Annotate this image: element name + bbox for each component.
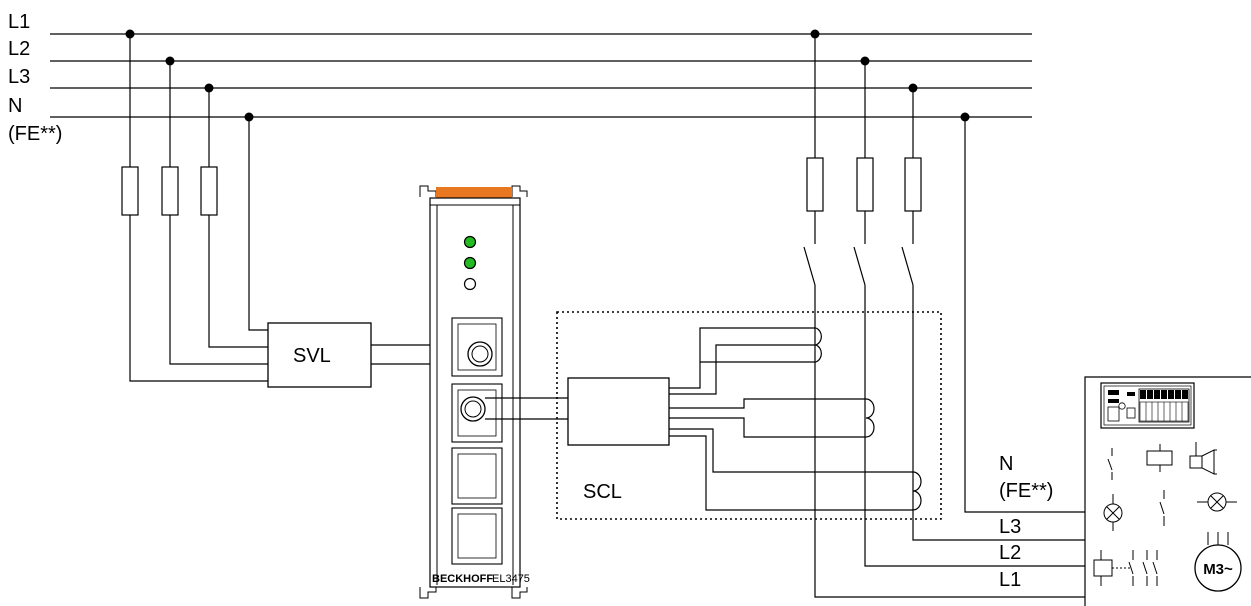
terminal-latch — [436, 187, 512, 198]
switch-contact — [853, 246, 866, 286]
svl-label: SVL — [293, 345, 331, 367]
fuse-symbol — [806, 157, 824, 212]
load-label-l3: L3 — [999, 516, 1021, 538]
load-panel: M3~ — [1084, 376, 1251, 606]
status-led-2 — [463, 256, 477, 270]
lamp-icon — [1197, 492, 1237, 512]
svl-feed-wires — [121, 34, 268, 382]
terminal-port-3 — [451, 447, 503, 505]
bus-label-fe: (FE**) — [8, 123, 62, 145]
terminal-brand: BECKHOFF — [432, 573, 493, 585]
fuse-symbol — [161, 166, 179, 216]
fuse-symbol — [904, 157, 922, 212]
el3475-terminal: BECKHOFF EL3475 — [419, 185, 530, 599]
status-led-3 — [463, 277, 477, 291]
scl-module — [567, 377, 670, 446]
terminal-top-clip — [419, 185, 437, 197]
bus-label-n: N — [8, 95, 22, 117]
svl-module — [267, 322, 372, 388]
motor-icon: M3~ — [1194, 532, 1242, 592]
scl-label: SCL — [583, 481, 622, 503]
load-label-fe: (FE**) — [999, 480, 1053, 502]
junction-dots — [125, 29, 970, 122]
load-label-n: N — [999, 453, 1013, 475]
bus-bars — [50, 33, 1032, 118]
switch-contact — [901, 246, 914, 286]
scl-enclosure — [556, 311, 942, 520]
load-label-l1: L1 — [999, 569, 1021, 591]
current-sensor-loops — [669, 327, 922, 511]
horn-icon — [1189, 442, 1217, 475]
switch-icon — [1107, 448, 1113, 480]
load-feed-wires — [803, 34, 1085, 598]
bus-label-l3: L3 — [8, 66, 30, 88]
contactor-icon — [1093, 550, 1158, 586]
scl-cable — [485, 397, 568, 420]
fuse-symbol — [856, 157, 874, 212]
status-led-1 — [463, 235, 477, 249]
motor-label: M3~ — [1203, 561, 1233, 578]
terminal-port-4 — [451, 507, 503, 565]
fuse-symbol — [200, 166, 218, 216]
relay-coil-icon — [1146, 444, 1173, 472]
bus-label-l1: L1 — [8, 11, 30, 33]
load-label-l2: L2 — [999, 542, 1021, 564]
fuse-symbol — [121, 166, 139, 216]
plc-device-icon — [1100, 382, 1195, 429]
switch-icon — [1159, 490, 1165, 526]
bus-label-l2: L2 — [8, 38, 30, 60]
lamp-icon — [1103, 494, 1123, 531]
switch-contact — [803, 246, 816, 286]
terminal-model: EL3475 — [492, 573, 530, 585]
